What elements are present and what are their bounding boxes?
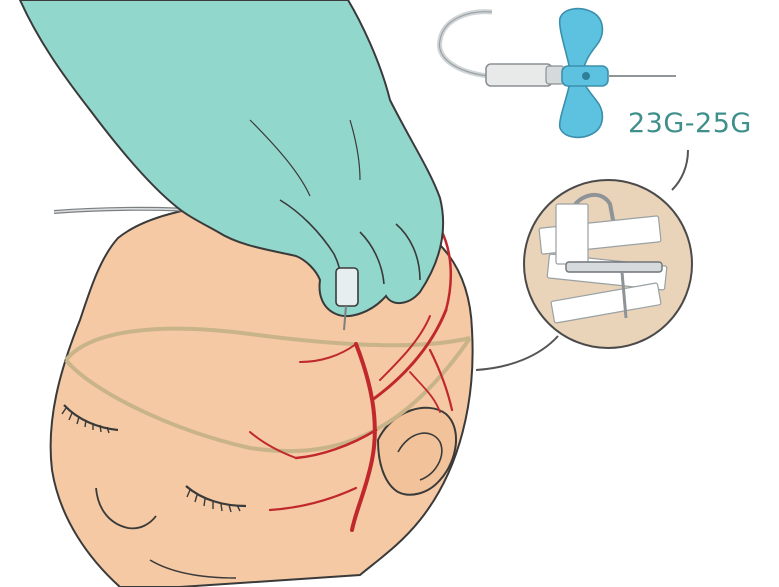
callout-line-top [672,150,688,190]
detail-needle-hub [566,262,662,272]
callout-line-bottom [476,336,558,370]
butterfly-wing-bottom [560,82,603,137]
needle-gauge-label: 23G-25G [628,108,752,139]
butterfly-wing-top [560,9,603,70]
needle-tube-curve [439,12,492,76]
taped-needle-detail [524,180,692,348]
held-needle-wing [336,268,358,306]
needle-hub [486,64,552,86]
